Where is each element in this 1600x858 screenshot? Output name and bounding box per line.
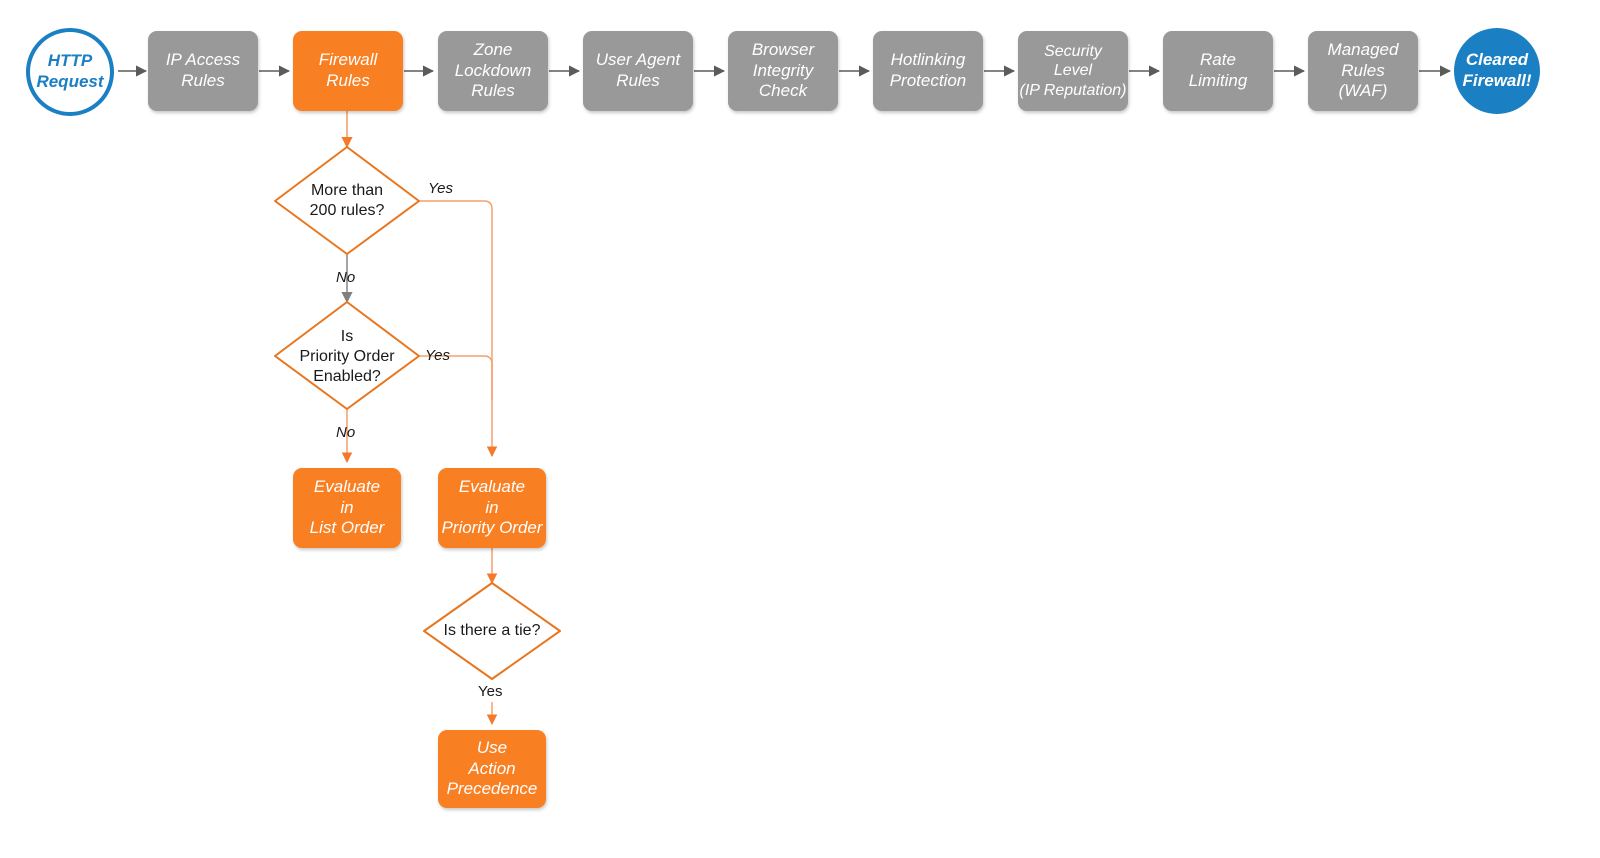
edge-label-decision3-yes: Yes (478, 683, 503, 700)
edge-label-decision2-yes: Yes (425, 347, 451, 364)
edge-decision-200rules-yes (419, 200, 498, 458)
node-use-action-precedence[interactable]: Use Action Precedence (438, 730, 546, 808)
decision-is-there-a-tie-label: Is there a tie? (443, 622, 541, 639)
node-hotlinking-protection[interactable]: Hotlinking Protection (873, 31, 983, 111)
edge-label-decision2-no: No (336, 424, 356, 441)
node-rate-limiting[interactable]: Rate Limiting (1163, 31, 1273, 111)
node-ip-access-rules[interactable]: IP Access Rules (148, 31, 258, 111)
node-user-agent-rules[interactable]: User Agent Rules (583, 31, 693, 111)
node-http-request[interactable]: HTTP Request (26, 28, 114, 116)
node-security-level[interactable]: Security Level (IP Reputation) (1018, 31, 1128, 111)
node-firewall-rules[interactable]: Firewall Rules (293, 31, 403, 111)
node-browser-integrity-check[interactable]: Browser Integrity Check (728, 31, 838, 111)
edge-label-decision1-yes: Yes (428, 180, 454, 197)
node-zone-lockdown-rules[interactable]: Zone Lockdown Rules (438, 31, 548, 111)
node-evaluate-in-list-order[interactable]: Evaluate in List Order (293, 468, 401, 548)
edge-label-decision1-no: No (336, 269, 356, 286)
node-managed-rules-waf[interactable]: Managed Rules (WAF) (1308, 31, 1418, 111)
decision-more-than-200-rules-label: More than 200 rules? (309, 182, 385, 219)
node-cleared-firewall[interactable]: Cleared Firewall! (1454, 28, 1540, 114)
decision-is-priority-order-enabled-label: Is Priority Order Enabled? (299, 328, 395, 385)
node-evaluate-in-priority-order[interactable]: Evaluate in Priority Order (438, 468, 546, 548)
